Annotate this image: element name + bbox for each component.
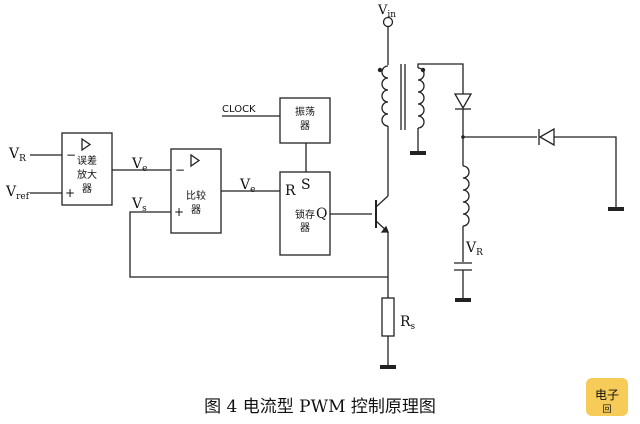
error-amp-triangle-icon bbox=[81, 137, 92, 152]
watermark-text: 电子 bbox=[595, 388, 619, 402]
secondary-top-wire bbox=[417, 63, 464, 94]
comparator-plus-pin: + bbox=[174, 205, 184, 219]
error-amp-text-1: 误差 bbox=[77, 154, 97, 167]
latch-text-1: 锁存 bbox=[295, 208, 315, 221]
watermark-logo: 电子 回 bbox=[586, 378, 628, 416]
oscillator-text-1: 振荡 bbox=[295, 105, 315, 118]
clamp-diode-icon bbox=[538, 127, 555, 147]
latch-s-pin: S bbox=[301, 177, 311, 193]
latch-text-2: 器 bbox=[300, 222, 310, 234]
ve-latch-label: Ve bbox=[239, 177, 255, 195]
vs-label: Vs bbox=[131, 196, 147, 214]
error-amp-plus-pin: + bbox=[65, 186, 75, 200]
vs-feedback-wire bbox=[129, 211, 388, 278]
transistor-collector-leg bbox=[375, 195, 389, 208]
figure-caption: 图 4 电流型 PWM 控制原理图 bbox=[204, 397, 436, 417]
watermark-sub: 回 bbox=[602, 404, 611, 415]
comparator-minus-pin: − bbox=[175, 163, 185, 177]
rs-resistor bbox=[381, 297, 395, 337]
vref-input-label: Vref bbox=[5, 184, 30, 202]
vr-input-label: VR bbox=[8, 146, 26, 164]
latch-q-pin: Q bbox=[316, 206, 327, 222]
output-diode-icon bbox=[453, 93, 473, 110]
oscillator-block bbox=[279, 97, 331, 144]
comparator-text-2: 器 bbox=[191, 204, 201, 216]
vin-terminal bbox=[382, 16, 394, 28]
oscillator-text-2: 器 bbox=[300, 120, 310, 132]
error-amp-text-3: 器 bbox=[82, 183, 92, 195]
primary-winding bbox=[381, 65, 389, 127]
output-inductor bbox=[462, 165, 470, 227]
clock-label: CLOCK bbox=[222, 104, 256, 115]
rs-label: Rs bbox=[400, 314, 416, 332]
primary-dot-icon bbox=[377, 67, 383, 73]
error-amp-text-2: 放大 bbox=[77, 168, 97, 181]
vr-output-label: VR bbox=[465, 240, 483, 258]
junction-dot-icon bbox=[461, 135, 465, 139]
vin-label: Vin bbox=[377, 3, 396, 20]
secondary-dot-icon bbox=[420, 67, 426, 73]
error-amp-minus-pin: − bbox=[66, 148, 76, 162]
emitter-arrow-icon bbox=[380, 225, 389, 233]
error-amp-block bbox=[61, 132, 113, 206]
latch-r-pin: R bbox=[285, 183, 296, 199]
clamp-right-wire bbox=[554, 136, 617, 209]
secondary-winding bbox=[417, 67, 425, 129]
comparator-triangle-icon bbox=[190, 153, 201, 168]
ve-label: Ve bbox=[131, 156, 147, 174]
comparator-text-1: 比较 bbox=[186, 189, 206, 202]
